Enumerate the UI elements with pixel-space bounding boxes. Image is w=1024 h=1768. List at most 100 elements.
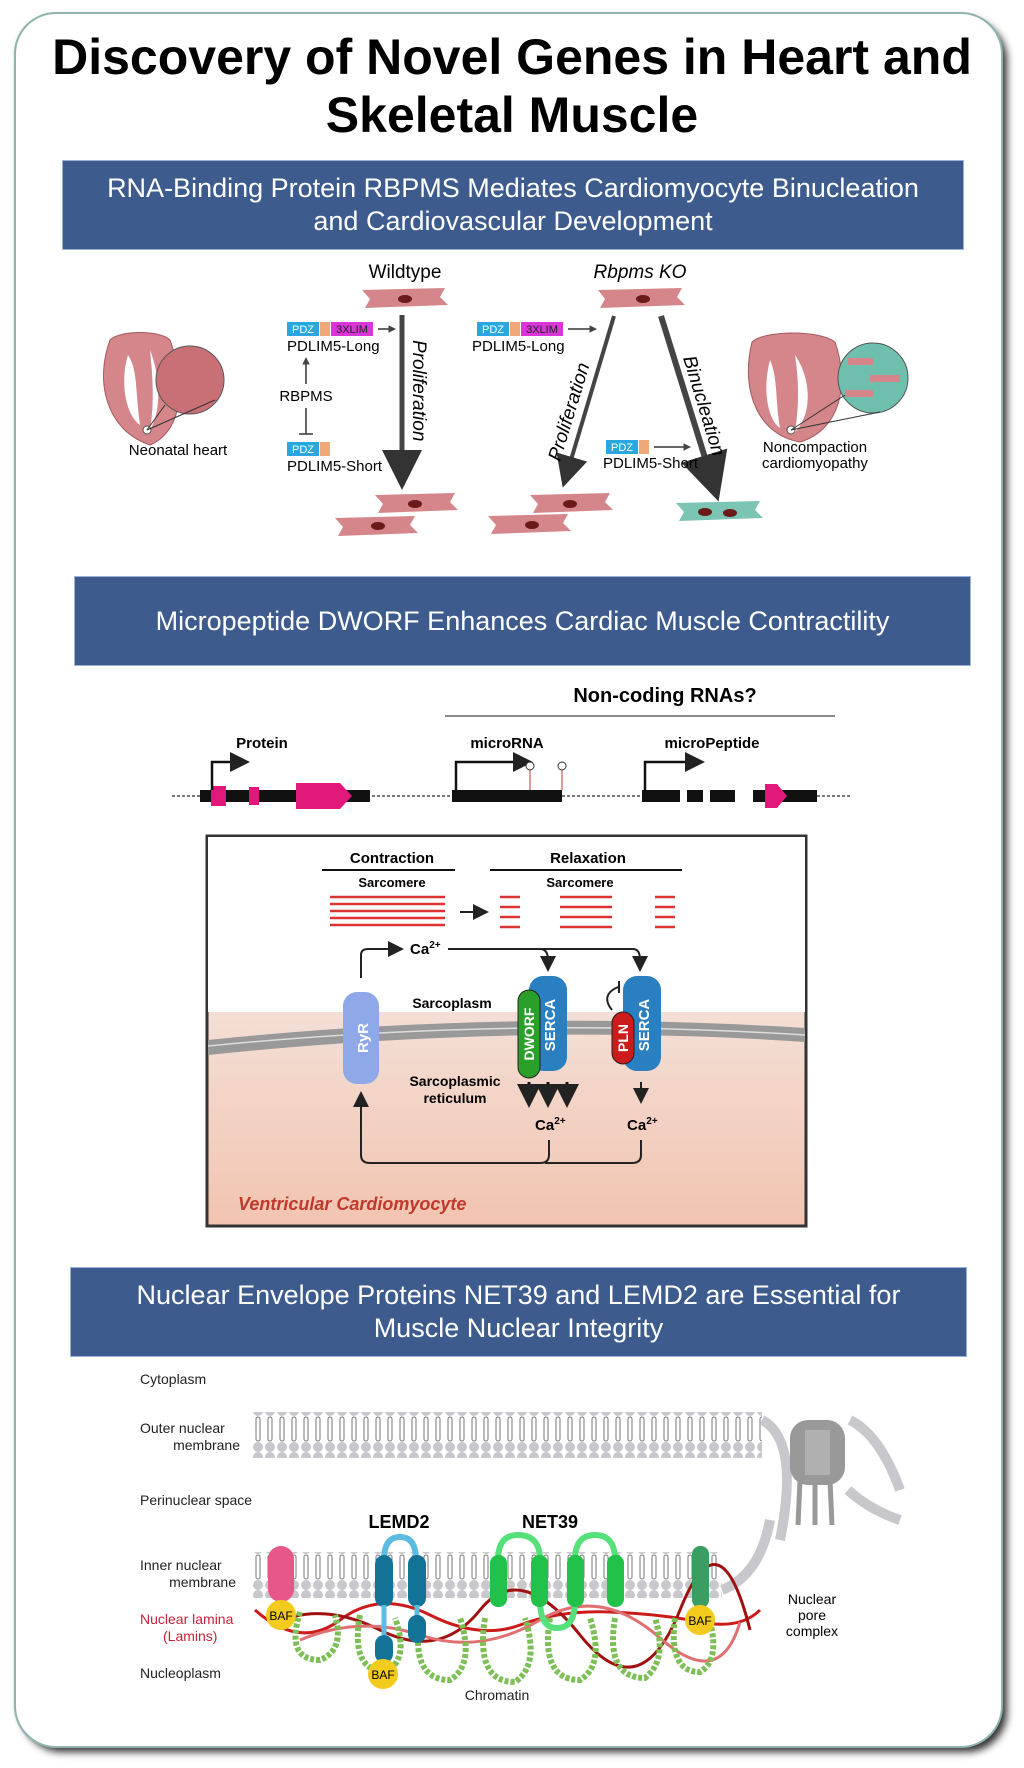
section-banner-rbpms: RNA-Binding Protein RBPMS Mediates Cardi…: [62, 160, 964, 250]
dworf-label: DWORF: [521, 1007, 537, 1060]
svg-text:3XLIM: 3XLIM: [526, 324, 558, 336]
neonatal-heart-icon: [103, 332, 225, 446]
svg-text:BAF: BAF: [269, 1609, 292, 1623]
ca-label-dworf: Ca2+: [535, 1116, 566, 1134]
gene-track: [172, 752, 852, 809]
noncompaction-label-2: cardiomyopathy: [762, 455, 868, 472]
sr-label-1: Sarcoplasmic: [409, 1073, 500, 1089]
outer-nuclear-membrane: [252, 1412, 762, 1458]
banner-text: Micropeptide DWORF Enhances Cardiac Musc…: [155, 605, 890, 636]
proliferation-arrow-ko: [556, 315, 616, 488]
rbpms-ko-label: Rbpms KO: [594, 262, 687, 283]
pdlim5-long-label-ko: PDLIM5-Long: [472, 338, 565, 355]
pln-label: PLN: [615, 1024, 631, 1052]
rbpms-label: RBPMS: [279, 388, 332, 405]
cytoplasm-label: Cytoplasm: [140, 1371, 206, 1387]
onm-label-1: Outer nuclear: [140, 1420, 225, 1436]
nucleoplasm-label: Nucleoplasm: [140, 1665, 221, 1681]
sarcomere-label-relaxed: Sarcomere: [546, 875, 613, 890]
wildtype-label: Wildtype: [369, 262, 442, 283]
inm-label-1: Inner nuclear: [140, 1557, 222, 1573]
cardiomyocytes-wt-bottom: [335, 493, 458, 536]
pdlim5-long-domains-wt: PDZ 3XLIM: [287, 322, 373, 336]
onm-label-2: membrane: [173, 1437, 240, 1453]
micropeptide-label: microPeptide: [664, 735, 759, 752]
lemd2-label: LEMD2: [368, 1512, 429, 1532]
svg-text:PDZ: PDZ: [482, 324, 504, 336]
baf-protein: [266, 1600, 296, 1630]
chromatin: [292, 1611, 717, 1686]
ryr-label: RyR: [355, 1023, 372, 1053]
pln-peptide: [611, 1011, 635, 1065]
banner-text: RNA-Binding Protein RBPMS Mediates Cardi…: [107, 173, 919, 236]
dworf-diagram: Non-coding RNAs? Protein microRNA microP…: [172, 685, 852, 1228]
sarcomere-label-contracted: Sarcomere: [358, 875, 425, 890]
pdlim5-short-label-wt: PDLIM5-Short: [287, 458, 383, 475]
section-banner-dworf: Micropeptide DWORF Enhances Cardiac Musc…: [74, 576, 971, 666]
inner-nuclear-membrane: [252, 1552, 722, 1598]
npc-label-1: Nuclear: [788, 1591, 837, 1607]
cardiomyocyte-ko-top: [598, 288, 685, 308]
svg-text:PDZ: PDZ: [292, 444, 314, 456]
inner-membrane-protein: [268, 1546, 294, 1602]
cardiomyocyte-wt-top: [362, 288, 448, 308]
noncompaction-heart-icon: [747, 332, 909, 443]
svg-text:PDZ: PDZ: [611, 442, 633, 454]
relaxation-label: Relaxation: [550, 850, 626, 867]
ca-flux-arrows-strong: [517, 1082, 579, 1108]
perinuclear-label: Perinuclear space: [140, 1492, 252, 1508]
inm-label-2: membrane: [169, 1574, 236, 1590]
microrna-label: microRNA: [470, 735, 544, 752]
svg-text:BAF: BAF: [371, 1668, 394, 1682]
contraction-label: Contraction: [350, 850, 434, 867]
lamina-label-2: (Lamins): [163, 1628, 217, 1644]
sr-label-2: reticulum: [423, 1090, 486, 1106]
binucleation-arrow: [658, 315, 728, 502]
banner-text: Nuclear Envelope Proteins NET39 and LEMD…: [136, 1280, 901, 1343]
exon-icon: [249, 787, 259, 805]
chromatin-label: Chromatin: [465, 1687, 530, 1703]
baf-protein: [685, 1605, 715, 1635]
npc-label-2: pore: [798, 1607, 826, 1623]
section-banner-nuclear: Nuclear Envelope Proteins NET39 and LEMD…: [70, 1267, 967, 1357]
poster-title: Discovery of Novel Genes in Heart and Sk…: [52, 29, 972, 143]
cardiomyocyte-binucleated: [676, 501, 763, 521]
pdlim5-long-label-wt: PDLIM5-Long: [287, 338, 380, 355]
svg-text:BAF: BAF: [688, 1614, 711, 1628]
net39-label: NET39: [522, 1512, 578, 1532]
pdlim5-short-domains-ko: PDZ: [606, 440, 649, 454]
dworf-peptide: [517, 989, 541, 1079]
serca-label-2: SERCA: [636, 999, 653, 1052]
sarcoplasm-label: Sarcoplasm: [412, 995, 491, 1011]
hairpin-icon: [525, 761, 535, 790]
cardiomyocytes-ko-proliferated: [488, 493, 613, 534]
rbpms-diagram: Neonatal heart Wildtype Proliferation PD…: [103, 262, 909, 536]
sarcomere-relaxed-icon: [500, 895, 675, 929]
lemd2-protein: [375, 1555, 393, 1607]
neonatal-heart-label: Neonatal heart: [129, 442, 228, 459]
svg-text:3XLIM: 3XLIM: [336, 324, 368, 336]
net39-protein: [490, 1531, 624, 1632]
lamina-label-1: Nuclear lamina: [140, 1611, 234, 1627]
pdlim5-long-domains-ko: PDZ 3XLIM: [477, 322, 563, 336]
pdlim5-short-label-ko: PDLIM5-Short: [603, 455, 699, 472]
noncompaction-label-1: Noncompaction: [763, 439, 867, 456]
inner-membrane-protein: [692, 1546, 709, 1608]
nuclear-envelope-diagram: Cytoplasm Outer nuclear membrane Perinuc…: [140, 1371, 905, 1703]
exon-icon: [211, 786, 226, 806]
serca-label-1: SERCA: [542, 999, 559, 1052]
ryr-channel: [343, 992, 379, 1084]
sarcomere-contracted-icon: [330, 895, 445, 927]
pdlim5-short-domains-wt: PDZ: [287, 442, 330, 456]
noncoding-rnas-label: Non-coding RNAs?: [573, 685, 756, 707]
baf-protein: [368, 1659, 398, 1689]
hairpin-icon: [557, 761, 567, 790]
cell-type-label: Ventricular Cardiomyocyte: [238, 1194, 466, 1214]
ca-label-top: Ca2+: [410, 940, 441, 958]
protein-label: Protein: [236, 735, 288, 752]
svg-text:PDZ: PDZ: [292, 324, 314, 336]
npc-label-3: complex: [786, 1623, 838, 1639]
ca-label-pln: Ca2+: [627, 1116, 658, 1134]
proliferation-label-wt: Proliferation: [408, 340, 429, 441]
nuclear-pore-complex: [790, 1415, 905, 1526]
